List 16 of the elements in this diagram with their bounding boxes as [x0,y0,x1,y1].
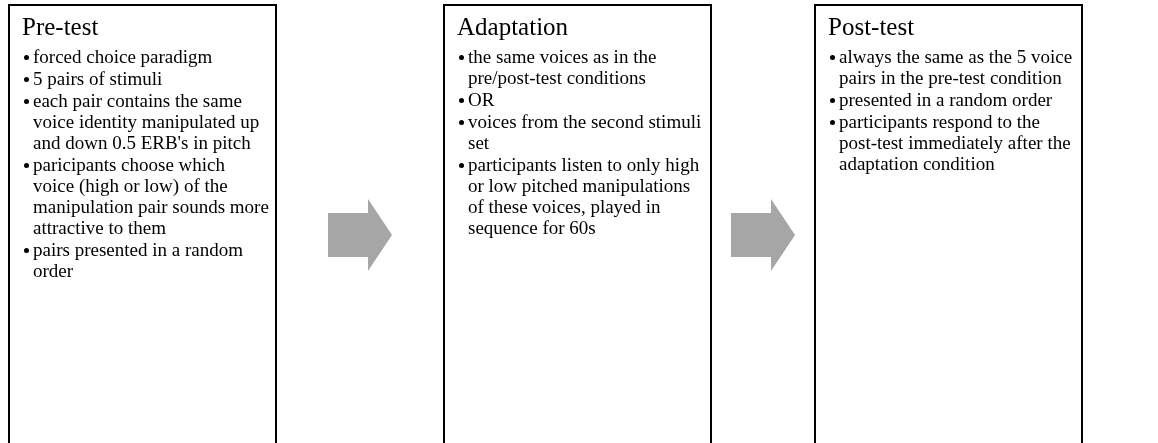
step-panel [814,4,1083,443]
bullet-text: presented in a random order [839,89,1053,110]
panel-heading: Adaptation [457,12,569,42]
bullet-text: the same voices as in the pre/post-test conditions [468,46,657,88]
block-arrow [731,199,795,271]
block-arrow [328,199,392,271]
bullet-text: participants listen to only high or low pitched manipulations of these voices, played in sequence for 60s [468,154,700,238]
panel-heading: Post-test [828,12,915,42]
bullet-text: forced choice paradigm [33,46,213,67]
bullet-text: 5 pairs of stimuli [33,68,163,89]
step-panel [443,4,712,443]
step-panel [8,4,277,443]
panel-heading: Pre-test [22,12,99,42]
bullet-text: OR [468,89,495,110]
bullet-text: pairs presented in a random order [33,239,243,281]
bullet-text: participants respond to the post-test immediately after the adaptation condition [839,111,1071,174]
